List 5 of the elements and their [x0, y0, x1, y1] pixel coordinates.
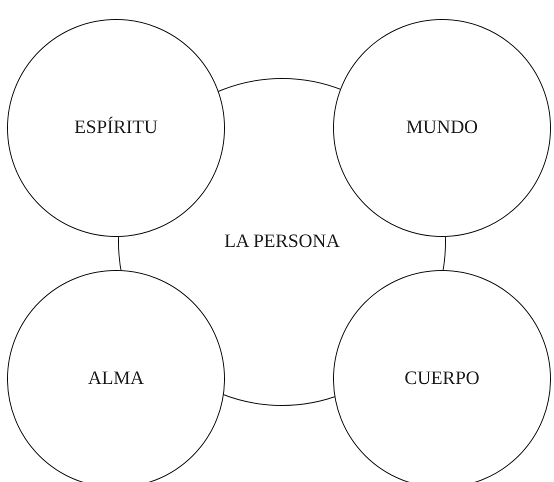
node-label: ALMA	[88, 368, 144, 390]
node-label: LA PERSONA	[224, 231, 340, 253]
node-label: MUNDO	[406, 117, 478, 139]
node-label: ESPÍRITU	[74, 117, 158, 139]
node-label: CUERPO	[404, 368, 480, 390]
